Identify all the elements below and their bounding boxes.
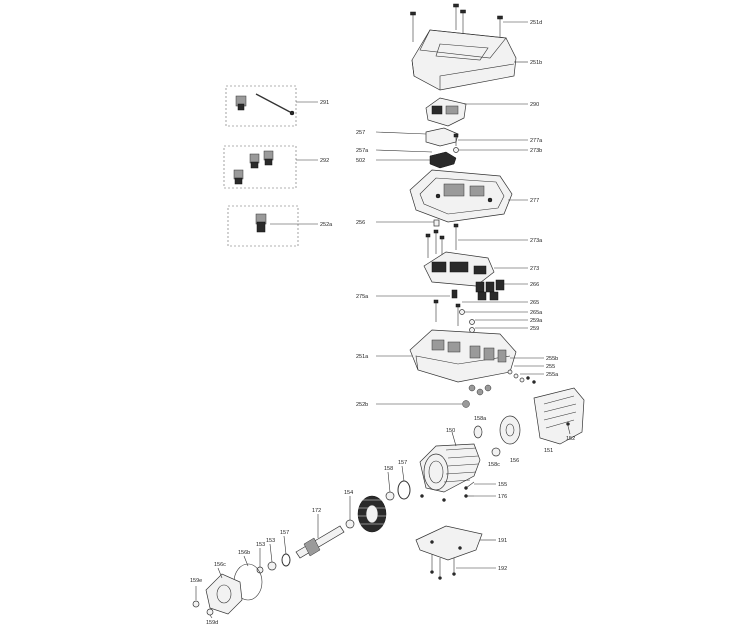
- kit-box-291: [225, 85, 297, 127]
- base-housing-251a: [409, 329, 517, 383]
- label-251a: 251a: [356, 354, 369, 360]
- label-273: 273: [530, 266, 539, 272]
- module-290: [425, 97, 467, 127]
- label-155: 155: [498, 482, 507, 488]
- label-257a: 257a: [356, 148, 369, 154]
- label-159e: 159e: [190, 578, 202, 584]
- top-screws: [410, 3, 528, 44]
- cover-257: [425, 127, 459, 147]
- kit-box-252a: [227, 205, 299, 247]
- plugs-under-base: [462, 384, 492, 408]
- glands-255: [507, 369, 536, 384]
- screws-273a: [425, 223, 459, 260]
- label-277a: 277a: [530, 138, 543, 144]
- label-273b: 273b: [530, 148, 542, 154]
- label-290: 290: [530, 102, 539, 108]
- label-176: 176: [498, 494, 507, 500]
- label-502: 502: [356, 158, 365, 164]
- label-259a: 259a: [530, 318, 543, 324]
- label-266: 266: [530, 282, 539, 288]
- label-251b: 251b: [530, 60, 542, 66]
- label-158c: 158c: [488, 462, 500, 468]
- label-159d: 159d: [206, 620, 218, 626]
- label-257: 257: [356, 130, 365, 136]
- power-board-273: [423, 251, 495, 287]
- board-502: [429, 151, 457, 169]
- label-172: 172: [312, 508, 321, 514]
- gland-set: [233, 150, 274, 185]
- label-153: 153: [266, 538, 275, 544]
- label-265: 265: [530, 300, 539, 306]
- label-265a: 265a: [530, 310, 543, 316]
- label-150: 150: [446, 428, 455, 434]
- label-252b: 252b: [356, 402, 368, 408]
- label-255a: 255a: [546, 372, 559, 378]
- cable-gland-kit: [235, 93, 295, 116]
- label-153-b: 153: [256, 542, 265, 548]
- label-151: 151: [544, 448, 553, 454]
- label-251d: 251d: [530, 20, 542, 26]
- end-shield-156c: [205, 573, 243, 615]
- kit-box-292: [223, 145, 297, 189]
- frame-277: [409, 169, 513, 223]
- fan-cover-151: [533, 387, 585, 445]
- label-156c: 156c: [214, 562, 226, 568]
- screws-265-259: [433, 299, 475, 333]
- label-255: 255: [546, 364, 555, 370]
- label-156: 156: [510, 458, 519, 464]
- rotor-154: [357, 495, 387, 533]
- label-292: 292: [320, 158, 329, 164]
- label-275a: 275a: [356, 294, 369, 300]
- label-192: 192: [498, 566, 507, 572]
- screws-192: [430, 554, 456, 580]
- label-158a: 158a: [474, 416, 487, 422]
- label-255b: 255b: [546, 356, 558, 362]
- terminals-266: [475, 279, 505, 301]
- label-154: 154: [344, 490, 353, 496]
- label-158: 158: [384, 466, 393, 472]
- label-277: 277: [530, 198, 539, 204]
- label-252a: 252a: [320, 222, 333, 228]
- label-273a: 273a: [530, 238, 543, 244]
- fan-156: [499, 415, 521, 445]
- label-191: 191: [498, 538, 507, 544]
- label-156b: 156b: [238, 550, 250, 556]
- label-157-lower: 157: [280, 530, 289, 536]
- label-291: 291: [320, 100, 329, 106]
- cover-251b: [411, 29, 517, 91]
- motor-frame-150: [419, 443, 481, 493]
- label-152: 152: [566, 436, 575, 442]
- label-256: 256: [356, 220, 365, 226]
- bracket-191: [415, 525, 483, 561]
- label-259: 259: [530, 326, 539, 332]
- label-157: 157: [398, 460, 407, 466]
- plug-252a: [255, 213, 267, 233]
- shaft-172: [295, 525, 345, 559]
